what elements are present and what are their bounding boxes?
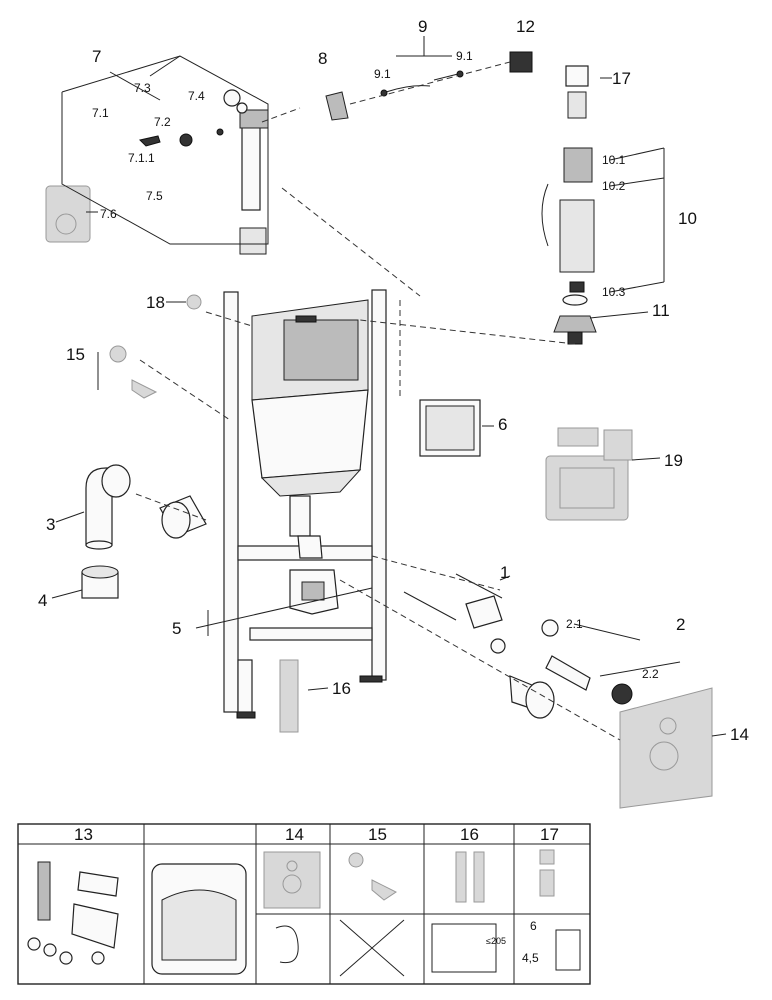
leader-lines [51, 36, 727, 737]
label-9-1-left: 9.1 [374, 67, 391, 81]
table-header-16: 16 [460, 825, 479, 844]
threaded-rods [403, 573, 503, 621]
outlet-pipe [465, 595, 633, 719]
label-7-4: 7.4 [188, 89, 205, 103]
label-17: 17 [612, 69, 631, 88]
label-12: 12 [516, 17, 535, 36]
label-6: 6 [498, 415, 507, 434]
angle-valve [325, 91, 349, 121]
part7-leader-box [61, 55, 269, 245]
label-18: 18 [146, 293, 165, 312]
label-5: 5 [172, 619, 181, 638]
table-header-13: 13 [74, 825, 93, 844]
accessory-table: 13 14 15 16 17 ≤205 6 4,5 [17, 823, 591, 985]
bowl-bracket [289, 569, 339, 615]
service-box-cover [419, 399, 481, 457]
label-15: 15 [66, 345, 85, 364]
fixing-brackets [279, 659, 299, 733]
dimension-205: ≤205 [486, 936, 506, 946]
label-7-3: 7.3 [134, 81, 151, 95]
label-9-1-right: 9.1 [456, 49, 473, 63]
connector-cap [81, 565, 119, 599]
table-header-15: 15 [368, 825, 387, 844]
label-4: 4 [38, 591, 47, 610]
label-2-2: 2.2 [642, 667, 659, 681]
label-8: 8 [318, 49, 327, 68]
wall-anchors [109, 294, 202, 399]
label-10: 10 [678, 209, 697, 228]
flush-bend-pipe [85, 464, 131, 550]
label-11: 11 [652, 301, 670, 320]
cistern [251, 299, 369, 559]
label-16: 16 [332, 679, 351, 698]
flush-volume-4-5: 4,5 [522, 951, 539, 965]
pipe-sleeve [159, 495, 207, 539]
callout-labels: 1 2 2.1 2.2 3 4 5 6 7 7.1 7.1.1 7.2 7.3 … [38, 17, 749, 744]
label-10-2: 10.2 [602, 179, 626, 193]
label-7-1: 7.1 [92, 106, 109, 120]
fill-valve [139, 89, 269, 255]
flush-valve-parts [541, 65, 597, 345]
table-header-17: 17 [540, 825, 559, 844]
label-7-2: 7.2 [154, 115, 171, 129]
label-19: 19 [664, 451, 683, 470]
label-7-6: 7.6 [100, 207, 117, 221]
flush-volume-6: 6 [530, 919, 537, 933]
label-1: 1 [500, 563, 509, 582]
sound-insulation-mat [619, 687, 713, 809]
label-7-5: 7.5 [146, 189, 163, 203]
spare-parts-bag [45, 185, 91, 243]
label-10-3: 10.3 [602, 285, 626, 299]
label-2-1: 2.1 [566, 617, 583, 631]
label-10-1: 10.1 [602, 153, 626, 167]
table-header-14: 14 [285, 825, 304, 844]
installation-frame [223, 289, 387, 719]
assembly-lines [135, 61, 621, 741]
label-3: 3 [46, 515, 55, 534]
label-14: 14 [730, 725, 749, 744]
label-2: 2 [676, 615, 685, 634]
water-connector [509, 51, 533, 73]
label-7: 7 [92, 47, 101, 66]
label-9: 9 [418, 17, 427, 36]
actuator-plate [545, 427, 633, 521]
label-7-1-1: 7.1.1 [128, 151, 155, 165]
